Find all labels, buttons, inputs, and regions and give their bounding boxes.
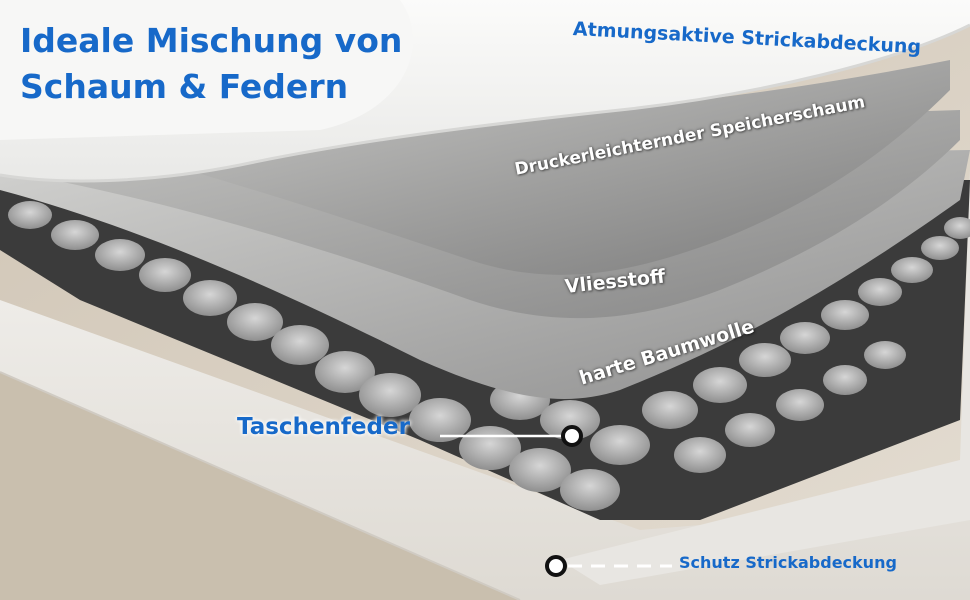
pocket-spring-marker xyxy=(561,425,583,447)
headline-line-1: Ideale Mischung von xyxy=(20,21,403,60)
pocket-springs xyxy=(8,201,970,511)
label-pocket-spring: Taschenfeder xyxy=(237,414,410,440)
headline-panel xyxy=(0,0,414,140)
headline-line-2: Schaum & Federn xyxy=(20,67,349,106)
bed-frame xyxy=(0,330,560,600)
memory-foam-layer xyxy=(40,60,950,275)
headline: Ideale Mischung von Schaum & Federn xyxy=(20,18,402,110)
label-protective-cover: Schutz Strickabdeckung xyxy=(679,553,897,572)
protective-cover-marker xyxy=(545,555,567,577)
